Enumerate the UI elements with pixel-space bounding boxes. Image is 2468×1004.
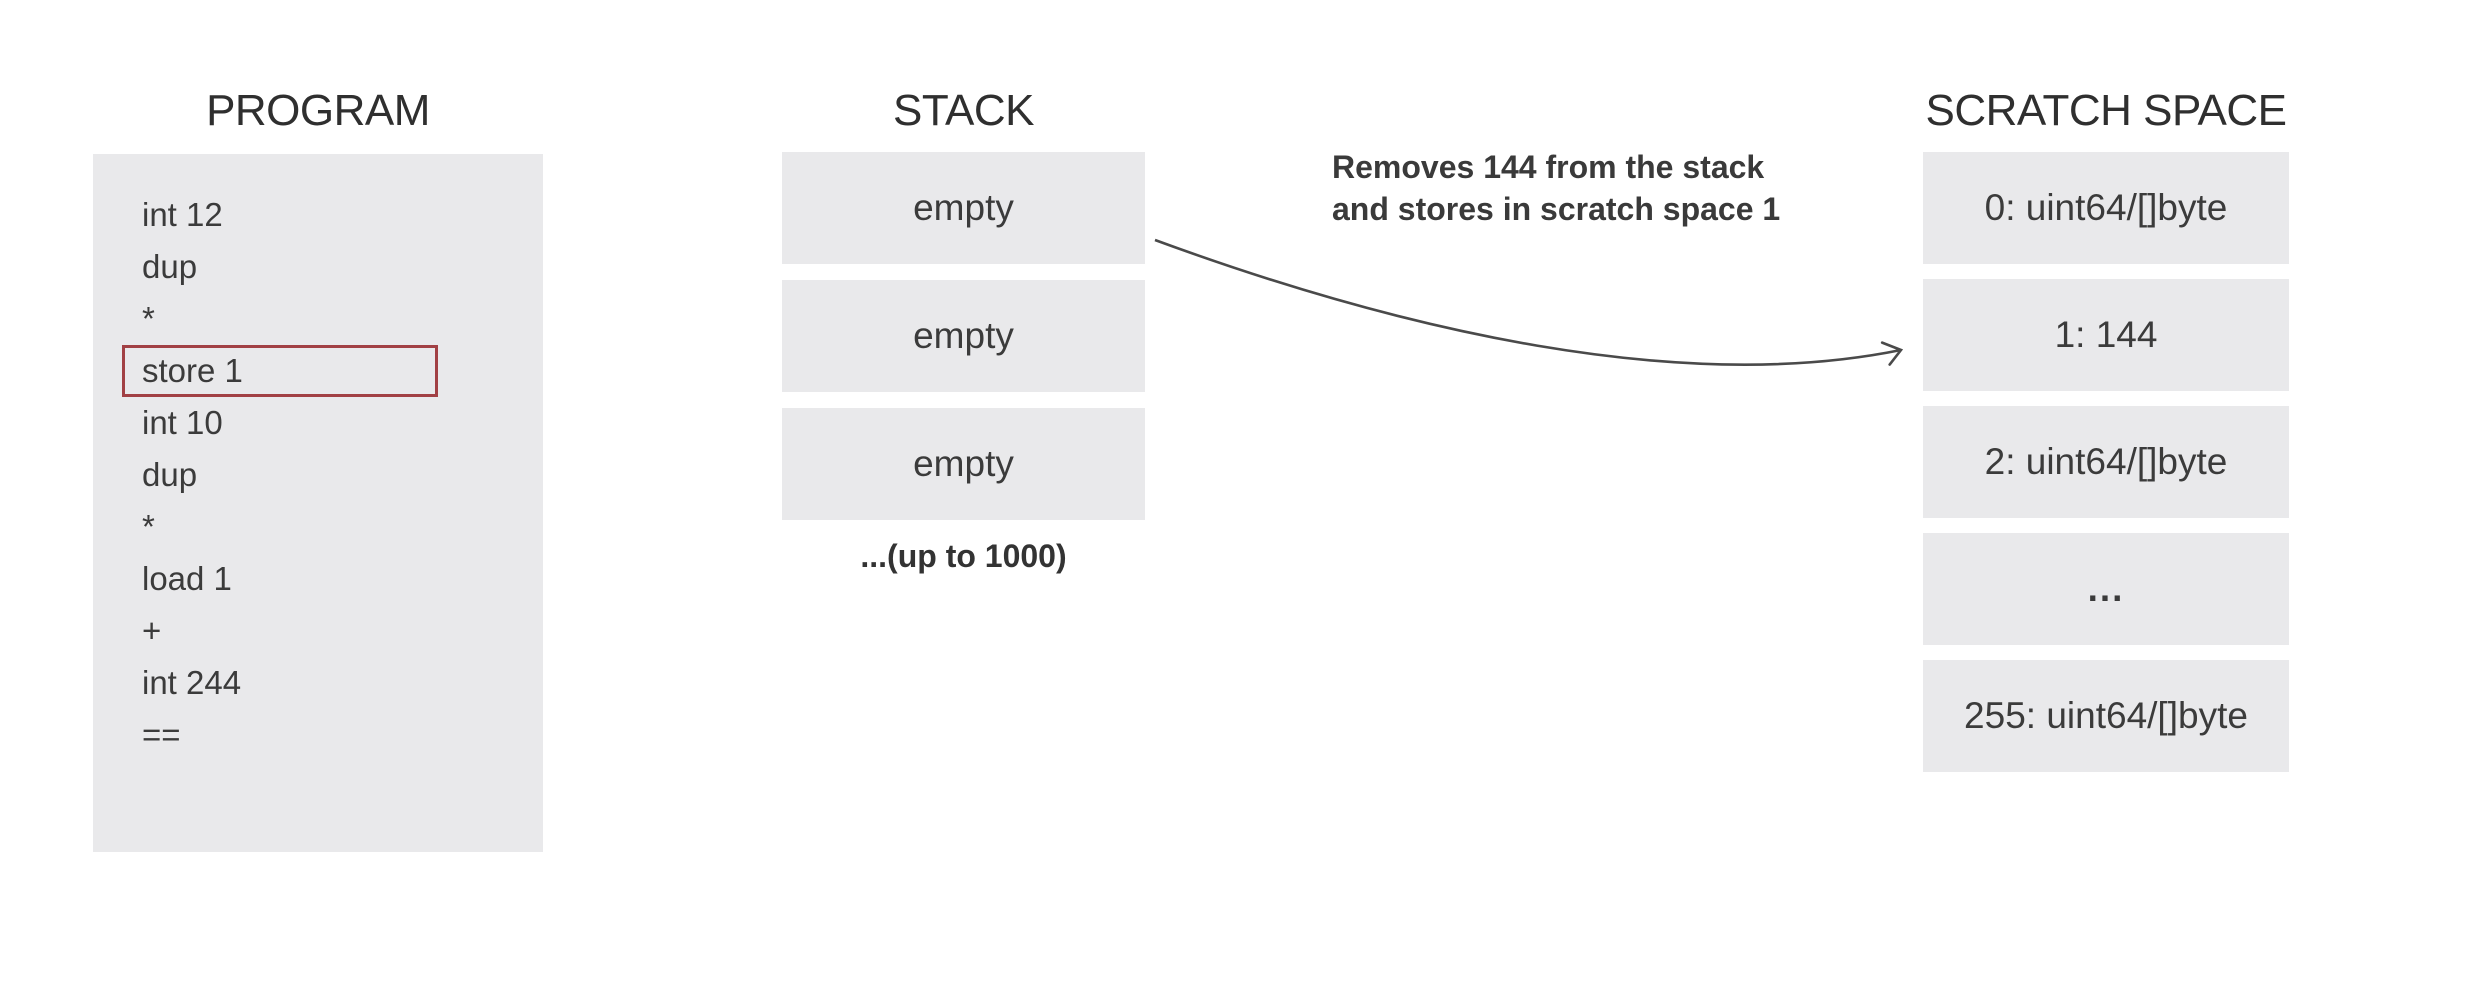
scratch-slot: 255: uint64/[]byte (1923, 660, 2289, 772)
program-line: dup (142, 248, 198, 285)
scratch-space-column-title: SCRATCH SPACE (1925, 86, 2287, 135)
program-line: dup (142, 456, 198, 493)
scratch-slot-ellipsis: ... (1923, 533, 2289, 645)
stack-capacity-caption: ...(up to 1000) (860, 538, 1067, 574)
program-box: int 12 dup * store 1 int 10 dup * load 1… (93, 154, 543, 852)
program-line: + (142, 612, 162, 649)
stack-column-title: STACK (893, 86, 1034, 135)
program-line-highlighted-store-1: store 1 (122, 345, 438, 397)
program-line: * (142, 508, 155, 545)
stack-slot: empty (782, 280, 1145, 392)
program-line: * (142, 300, 155, 337)
program-line: int 244 (142, 664, 242, 701)
stack-slot: empty (782, 152, 1145, 264)
program-line: == (142, 716, 181, 753)
stack-slot: empty (782, 408, 1145, 520)
scratch-slot: 2: uint64/[]byte (1923, 406, 2289, 518)
program-line: int 10 (142, 404, 223, 441)
annotation-line-1: Removes 144 from the stack (1332, 149, 1765, 185)
annotation-line-2: and stores in scratch space 1 (1332, 191, 1781, 227)
scratch-slot: 0: uint64/[]byte (1923, 152, 2289, 264)
program-line: load 1 (142, 560, 232, 597)
program-line: int 12 (142, 196, 223, 233)
program-column-title: PROGRAM (206, 86, 430, 135)
annotation-text: Removes 144 from the stack and stores in… (1332, 146, 1780, 230)
arrow-curve (1154, 238, 1904, 366)
scratch-slot-1-144: 1: 144 (1923, 279, 2289, 391)
